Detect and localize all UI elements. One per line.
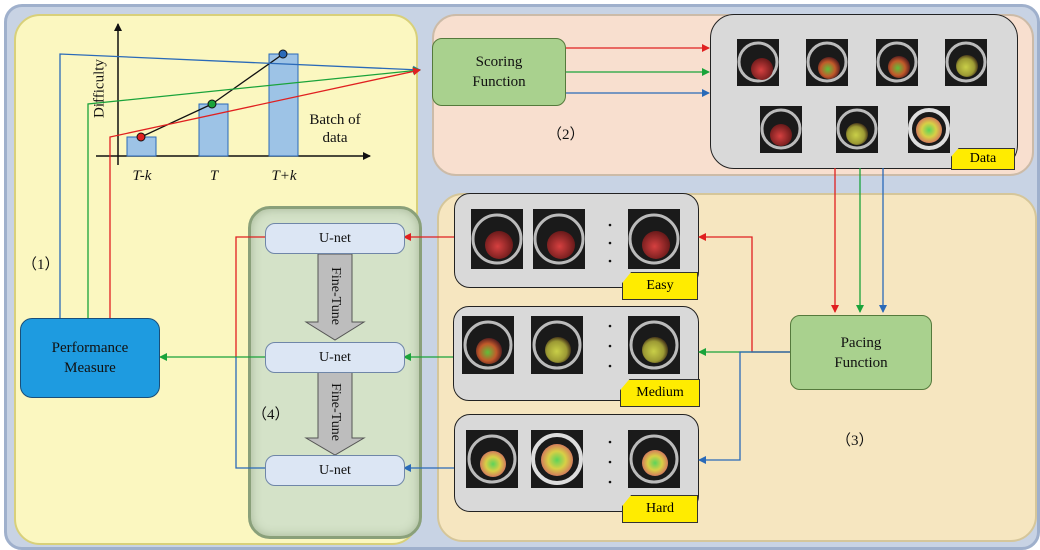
unet1-to-performance [235,236,265,357]
unet3-to-performance [235,357,265,469]
finetune-arrow-1 [304,253,366,341]
unet-label-1: U-net [319,230,351,246]
ellipsis-dots [608,223,612,484]
unet-box-3: U-net [265,455,405,486]
performance-measure-label: Performance Measure [51,340,129,376]
chart-bar-t-plus-k [268,53,299,157]
panel-label-3: （3） [836,433,874,449]
chart-tick-t: T [209,168,219,184]
chart-tick-t-plus-k: T+k [271,168,297,184]
chart-xlabel-line2: data [322,130,348,146]
data-tag: Data [951,148,1015,170]
pacing-function-box: Pacing Function [790,315,932,390]
chart-trend-line [140,103,213,138]
chart-point-t-plus-k [278,49,288,59]
feedback-green-line [87,66,421,318]
hard-tag: Hard [622,495,698,523]
scoring-function-label: Scoring Function [472,54,526,90]
pacing-to-easy [698,233,790,353]
chart-ylabel: Difficulty [91,59,108,118]
performance-measure-box: Performance Measure [20,318,160,398]
unet-label-3: U-net [319,462,351,478]
unet-box-1: U-net [265,223,405,254]
chart-point-t-minus-k [136,132,146,142]
finetune-arrow-2 [304,369,366,456]
pacing-to-hard [698,351,790,464]
thumbnails [462,39,987,488]
easy-tag: Easy [622,272,698,300]
scoring-function-box: Scoring Function [432,38,566,106]
unet-box-2: U-net [265,342,405,373]
panel-label-1: （1） [22,257,60,273]
panel-label-2: （2） [547,127,585,143]
chart-tick-t-minus-k: T-k [132,168,152,184]
chart-xlabel-line1: Batch of [309,112,361,128]
feedback-red-line [109,67,421,318]
finetune-label-2: Fine-Tune [328,383,343,441]
pacing-function-label: Pacing Function [834,334,888,371]
panel-label-4: （4） [252,407,290,423]
mini-difficulty-chart [96,23,371,165]
unet-label-2: U-net [319,349,351,365]
finetune-label-1: Fine-Tune [328,267,343,325]
medium-tag: Medium [620,379,700,407]
feedback-blue-line [59,53,421,318]
chart-point-t [207,99,217,109]
